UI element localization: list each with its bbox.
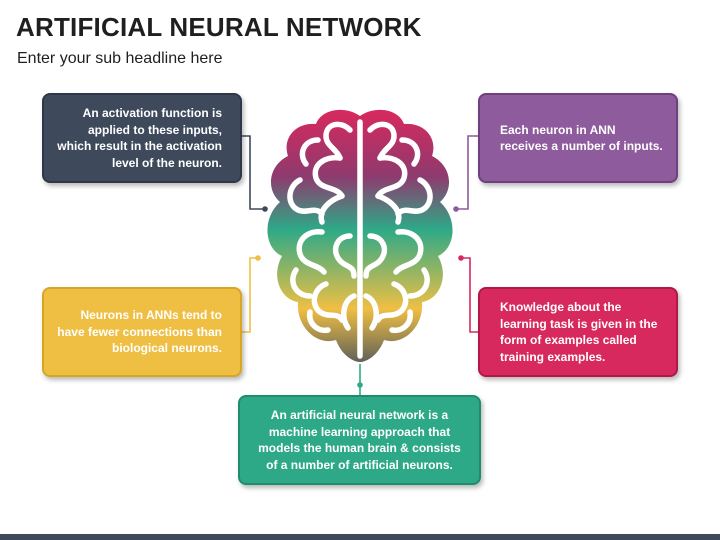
info-box-connections-text: Neurons in ANNs tend to have fewer conne…: [57, 308, 222, 356]
info-box-activation-text: An activation function is applied to the…: [57, 106, 222, 170]
dot-middle-right: [458, 255, 464, 261]
connector-middle-right: [461, 257, 478, 333]
info-box-definition: An artificial neural network is a machin…: [238, 395, 481, 485]
info-box-connections: Neurons in ANNs tend to have fewer conne…: [42, 287, 242, 377]
page-title: ARTIFICIAL NEURAL NETWORK: [16, 12, 422, 42]
connector-top-right: [456, 135, 478, 210]
page-subtitle: Enter your sub headline here: [17, 50, 223, 67]
connector-middle-left: [242, 257, 258, 333]
dot-bottom: [357, 382, 363, 388]
info-box-inputs-text: Each neuron in ANN receives a number of …: [500, 122, 663, 154]
info-box-inputs: Each neuron in ANN receives a number of …: [478, 93, 678, 183]
connector-top-left: [242, 135, 265, 210]
info-box-definition-text: An artificial neural network is a machin…: [258, 408, 461, 472]
bottom-bar: [0, 534, 720, 540]
dot-top-left: [262, 206, 268, 212]
dot-middle-left: [255, 255, 261, 261]
info-box-knowledge-text: Knowledge about the learning task is giv…: [500, 300, 658, 364]
info-box-knowledge: Knowledge about the learning task is giv…: [478, 287, 678, 377]
dot-top-right: [453, 206, 459, 212]
info-box-activation: An activation function is applied to the…: [42, 93, 242, 183]
